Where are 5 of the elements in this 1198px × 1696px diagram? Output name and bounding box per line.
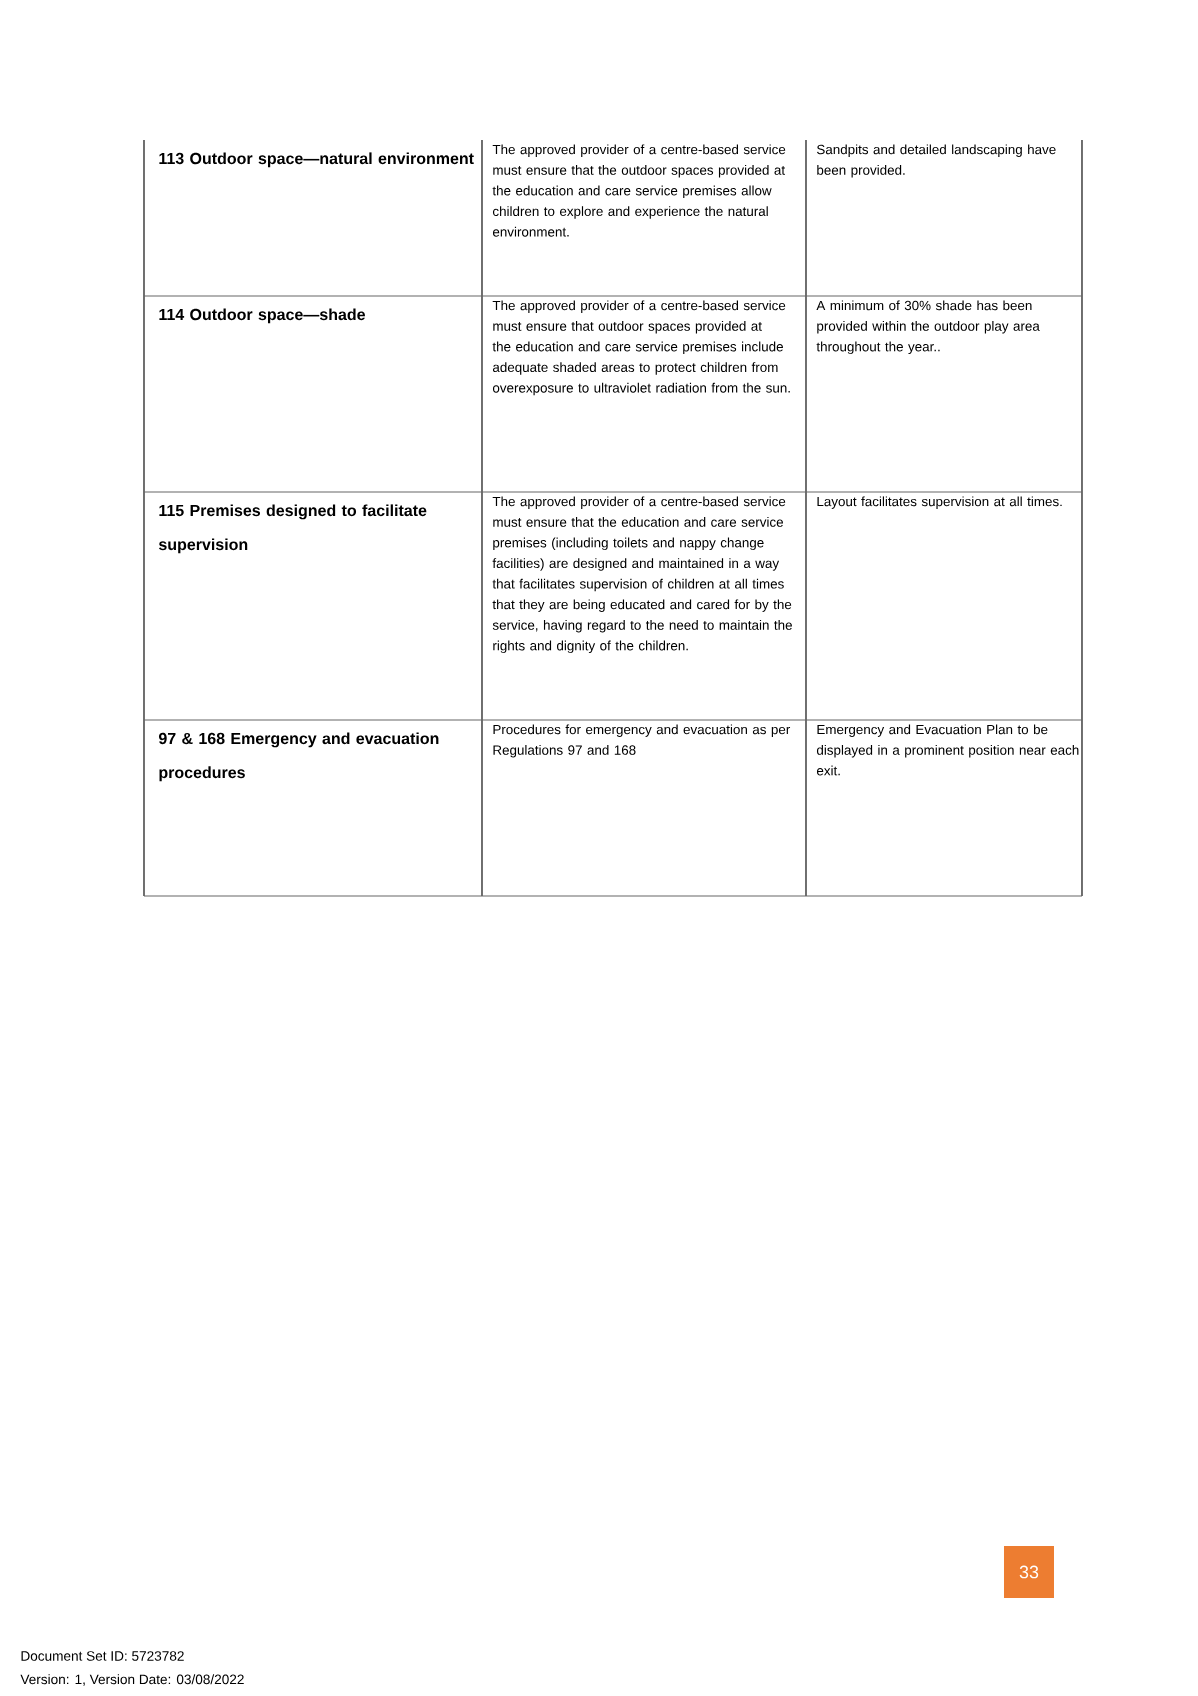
page-number-box: 33 — [1004, 1546, 1054, 1598]
table-cell: 97 & 168 Emergency and evacuation procedures — [158, 732, 439, 782]
table-cell: 115 Premises designed to facilitate supervision — [158, 504, 427, 554]
table-cell: 114 Outdoor space—shade — [159, 308, 365, 324]
table-cell: 113 Outdoor space—natural environment — [159, 152, 474, 168]
